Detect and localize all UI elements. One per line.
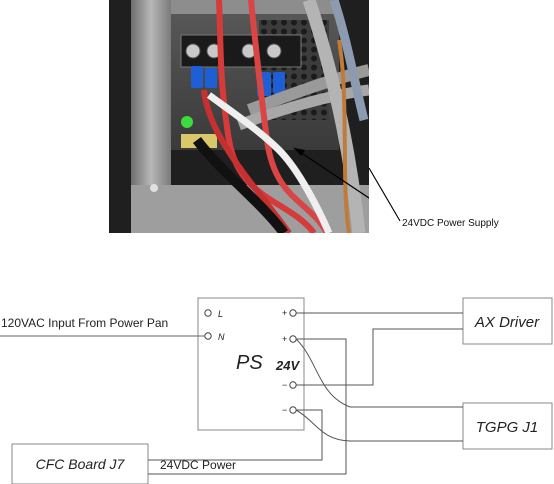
tgpg-box <box>462 402 553 450</box>
terminal-plus-1-label: + <box>282 308 287 318</box>
terminal-plus-1-circle <box>289 309 297 317</box>
power-label: 24VDC Power <box>160 458 236 472</box>
photo-annotation-label: 24VDC Power Supply <box>402 218 499 229</box>
terminal-minus-2-label: − <box>282 405 287 415</box>
wire-minus-tgpg <box>295 409 463 442</box>
terminal-minus-1-label: − <box>282 380 287 390</box>
power-supply-box <box>197 297 305 431</box>
ps-name-label: PS <box>236 352 263 374</box>
ac-input-label: 120VAC Input From Power Pan <box>1 316 168 330</box>
ax-driver-box <box>462 297 553 345</box>
wire-plus-tgpg <box>295 338 463 408</box>
annotation-leader-line <box>368 167 401 222</box>
tgpg-label: TGPG J1 <box>476 419 539 436</box>
wire-minus-cfc <box>148 409 323 461</box>
wire-plus-cfc <box>148 338 347 475</box>
terminal-minus-2-circle <box>289 406 297 414</box>
cfc-board-box <box>11 443 149 484</box>
power-supply-photo <box>109 0 369 233</box>
terminal-L-label: L <box>218 309 223 319</box>
ps-voltage-label: 24V <box>275 358 300 373</box>
terminal-plus-2-circle <box>289 335 297 343</box>
terminal-plus-2-label: + <box>282 334 287 344</box>
terminal-L-circle <box>204 309 212 317</box>
wire-minus-ax <box>296 328 463 386</box>
terminal-N-label: N <box>218 332 225 342</box>
terminal-N-circle <box>204 332 212 340</box>
cfc-board-label: CFC Board J7 <box>36 456 126 472</box>
photo-illustration <box>109 0 369 233</box>
ax-driver-label: AX Driver <box>474 314 540 331</box>
terminal-minus-1-circle <box>289 381 297 389</box>
